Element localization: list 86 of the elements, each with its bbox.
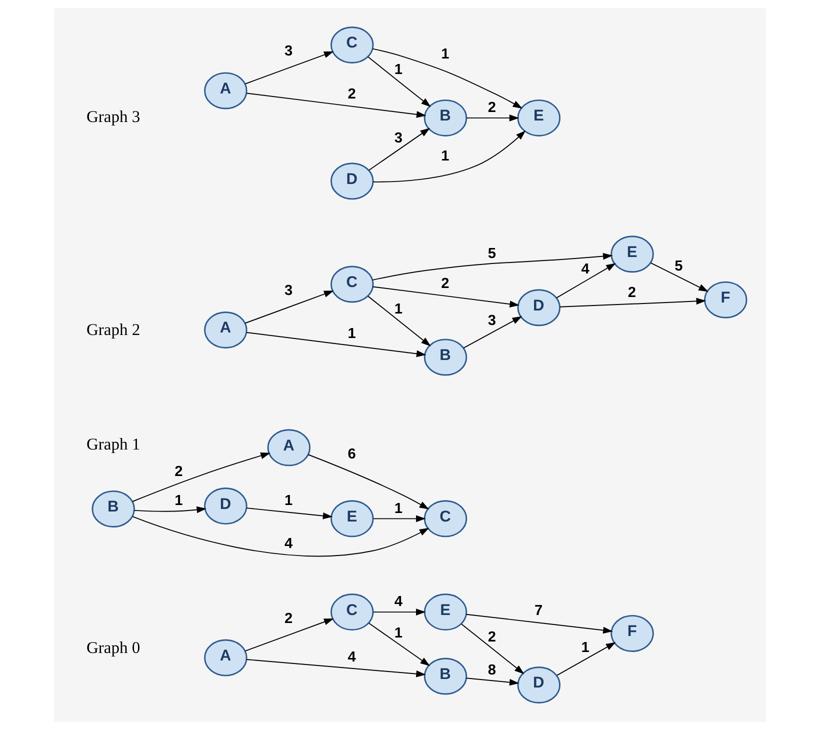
edge-label: 2 <box>174 464 183 480</box>
edge-label: 4 <box>348 650 356 666</box>
node-ellipse: C <box>330 594 374 631</box>
label: Graph 3 <box>86 106 140 126</box>
edge-label: 6 <box>348 446 356 462</box>
arrow <box>246 659 426 678</box>
edge-label: 3 <box>394 130 403 146</box>
node-ellipse: D <box>517 289 561 326</box>
node-ellipse: D <box>517 666 561 704</box>
arrow <box>246 92 426 118</box>
edge-label: 4 <box>581 262 590 278</box>
node-ellipse: E <box>610 236 654 273</box>
edge-label: 7 <box>534 602 543 619</box>
node-ellipse: B <box>92 490 135 528</box>
node-ellipse: D <box>330 162 374 200</box>
arrow <box>556 642 616 676</box>
arrow <box>372 515 426 522</box>
arrow <box>368 622 430 666</box>
arrow <box>246 332 426 358</box>
node-ellipse: E <box>330 500 374 538</box>
edge-label: 3 <box>488 313 496 330</box>
edge-label: 2 <box>628 284 636 301</box>
edge-label: 4 <box>284 536 293 552</box>
arrow <box>461 624 524 674</box>
arrow <box>244 618 334 652</box>
edge-label: 5 <box>674 258 683 275</box>
arrow <box>560 298 706 308</box>
label: Graph 1 <box>86 434 140 454</box>
node-ellipse: F <box>610 614 654 652</box>
edge-label: 5 <box>488 246 496 262</box>
label: Graph 0 <box>86 638 140 658</box>
arrow <box>372 286 520 308</box>
node-ellipse: C <box>330 266 374 303</box>
edge-label: 1 <box>394 625 403 642</box>
node-ellipse: C <box>424 500 468 538</box>
node-ellipse: E <box>517 99 561 136</box>
arrow <box>466 678 520 686</box>
edge-label: 1 <box>174 493 183 510</box>
arrow <box>650 262 708 292</box>
node-ellipse: F <box>704 281 748 318</box>
edge-label: 1 <box>394 500 403 517</box>
arrow <box>246 508 333 520</box>
edge-label: 4 <box>394 594 403 610</box>
edge-label: 2 <box>488 100 496 116</box>
edge-label: 1 <box>441 46 450 63</box>
arrow <box>368 296 431 346</box>
edge-label: 3 <box>284 282 293 299</box>
arrow <box>368 128 430 171</box>
arrow <box>466 114 520 122</box>
node-ellipse: A <box>204 311 248 348</box>
arrow <box>132 452 270 502</box>
node-ellipse: B <box>424 658 468 695</box>
node-ellipse: E <box>424 594 468 631</box>
arrow <box>308 454 430 510</box>
arrow <box>372 252 613 280</box>
edge-label: 1 <box>284 493 293 510</box>
arrow <box>132 516 430 557</box>
arrow <box>463 316 522 348</box>
edge-label: 3 <box>284 44 293 60</box>
edge-label: 2 <box>284 610 293 627</box>
edge-label: 2 <box>441 276 450 292</box>
arrow <box>244 290 334 324</box>
node-ellipse: A <box>204 72 248 110</box>
label: Graph 2 <box>86 320 140 339</box>
node-ellipse: B <box>424 338 468 376</box>
node-ellipse: A <box>267 429 311 466</box>
node-ellipse: C <box>330 26 374 64</box>
edge-label: 1 <box>394 62 403 78</box>
node-ellipse: A <box>204 639 248 676</box>
arrow <box>372 48 523 109</box>
edge-label: 1 <box>441 148 450 165</box>
node-ellipse: D <box>204 488 248 525</box>
edge-label: 2 <box>348 86 356 102</box>
arrow <box>244 51 334 84</box>
node-ellipse: B <box>424 99 468 136</box>
edge-label: 1 <box>581 640 590 656</box>
arrow <box>368 56 431 108</box>
arrow <box>466 614 613 634</box>
edge-label: 1 <box>394 301 403 318</box>
arrow <box>556 263 616 298</box>
arrow <box>134 506 206 514</box>
edge-label: 8 <box>488 662 496 678</box>
edge-label: 1 <box>348 326 356 342</box>
arrow <box>372 130 526 182</box>
arrow <box>372 608 426 616</box>
edge-label: 2 <box>488 629 496 646</box>
